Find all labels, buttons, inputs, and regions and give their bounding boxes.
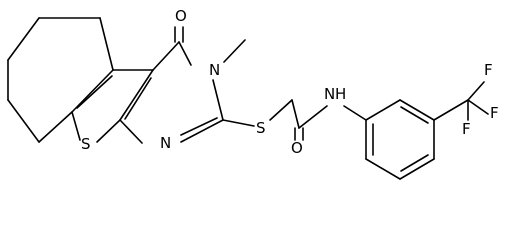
bond	[365, 158, 401, 180]
bond	[400, 154, 429, 172]
bond	[180, 119, 224, 143]
bond	[467, 99, 489, 115]
bond	[222, 119, 255, 127]
atom-n-ring: N	[160, 134, 171, 152]
bond	[71, 111, 81, 141]
atom-f-2: F	[490, 104, 499, 122]
bond	[38, 111, 73, 143]
bond	[467, 81, 485, 101]
atom-s-thiophene: S	[81, 135, 91, 153]
bond	[433, 99, 469, 121]
bond	[152, 41, 180, 71]
bond	[343, 105, 367, 121]
atom-s-thioether: S	[256, 119, 266, 137]
atom-o-amide: O	[291, 139, 303, 157]
atom-n-amide: N	[324, 85, 335, 103]
bond	[400, 106, 429, 124]
atom-h-amide: H	[335, 85, 346, 103]
bond	[99, 17, 114, 71]
atom-n-methyl: N	[209, 61, 220, 79]
bond	[71, 69, 114, 113]
bond	[298, 105, 328, 129]
bond	[7, 17, 40, 61]
bond	[291, 99, 300, 129]
atom-labels: O N N S S O N H F F F	[81, 7, 499, 157]
bond	[178, 41, 192, 66]
molecule-structure: O N N S S O N H F F F	[7, 7, 499, 180]
bond	[223, 39, 246, 63]
bond	[124, 77, 152, 120]
bond	[119, 69, 154, 121]
bond	[269, 99, 293, 121]
bond	[180, 117, 218, 136]
bond	[399, 99, 435, 121]
bond	[399, 158, 435, 180]
bond	[96, 119, 121, 143]
bond	[7, 99, 40, 143]
atom-f-3: F	[462, 120, 471, 138]
bond	[119, 119, 143, 144]
atom-o-carbonyl-ring: O	[175, 7, 187, 25]
bond	[76, 75, 113, 109]
bond	[365, 99, 401, 121]
bond	[212, 79, 224, 121]
atom-f-1: F	[484, 61, 493, 79]
bonds	[7, 17, 489, 180]
